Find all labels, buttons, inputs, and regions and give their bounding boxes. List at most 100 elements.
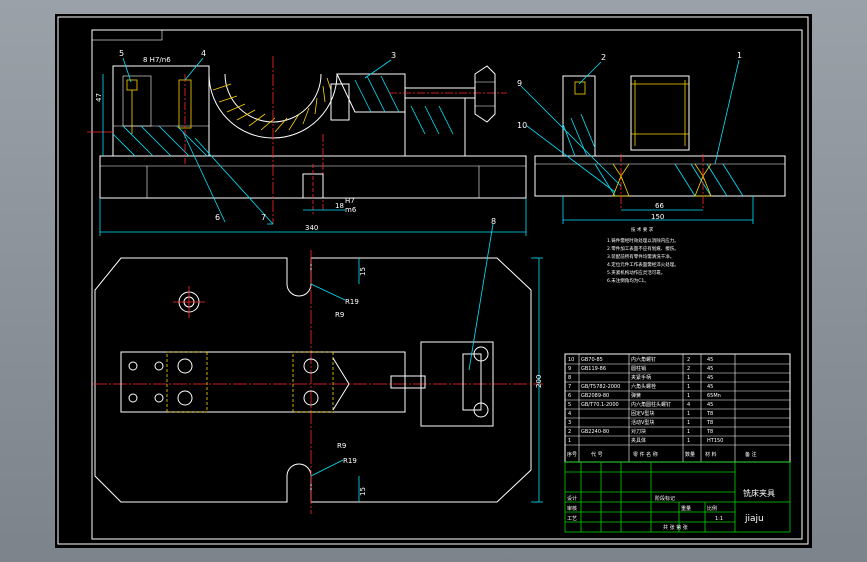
svg-text:1: 1 xyxy=(568,438,571,444)
svg-text:2: 2 xyxy=(687,357,690,363)
title-block-frame xyxy=(564,461,791,533)
svg-text:GB2240-80: GB2240-80 xyxy=(581,429,609,435)
dim-340-text: 340 xyxy=(305,224,318,232)
fixture-plan-outline xyxy=(94,257,532,503)
label-part-4: 4 xyxy=(201,49,206,58)
setting-block xyxy=(562,75,596,157)
svg-text:夹具体: 夹具体 xyxy=(631,437,646,444)
technical-requirements: 技 术 要 求 1.铸件需经时效处理以消除内应力。 2.零件加工表面不应有划痕、… xyxy=(607,226,679,284)
svg-text:T8: T8 xyxy=(706,411,713,417)
svg-text:1: 1 xyxy=(687,393,690,399)
svg-text:10: 10 xyxy=(568,357,574,363)
svg-text:65Mn: 65Mn xyxy=(707,393,721,399)
svg-text:45: 45 xyxy=(707,402,713,408)
svg-text:内六角螺钉: 内六角螺钉 xyxy=(631,356,656,363)
svg-text:1: 1 xyxy=(687,384,690,390)
svg-text:内六角圆柱头螺钉: 内六角圆柱头螺钉 xyxy=(631,401,671,408)
label-part-3: 3 xyxy=(391,51,396,60)
dim-150-text: 150 xyxy=(651,213,664,221)
dim-18-fit: H7 xyxy=(345,197,355,205)
svg-text:4: 4 xyxy=(687,402,690,408)
svg-text:材 料: 材 料 xyxy=(705,451,717,458)
dim-r9-top: R9 xyxy=(335,311,344,319)
svg-text:1: 1 xyxy=(687,438,690,444)
svg-text:GB/T5782-2000: GB/T5782-2000 xyxy=(581,384,620,390)
label-part-9: 9 xyxy=(517,79,522,88)
svg-text:六角头螺栓: 六角头螺栓 xyxy=(631,383,656,390)
front-view: 340 18 H7 m6 47 8 H7/n6 5 4 3 6 7 xyxy=(87,49,527,236)
cad-drawing: 340 18 H7 m6 47 8 H7/n6 5 4 3 6 7 xyxy=(57,16,809,545)
bracket-plan xyxy=(420,341,494,427)
svg-text:3: 3 xyxy=(568,420,571,426)
clamp-handle xyxy=(474,65,496,123)
svg-text:夹紧手柄: 夹紧手柄 xyxy=(631,374,651,381)
screw-bracket xyxy=(404,97,466,157)
outer-frame xyxy=(57,16,809,545)
dim-r19-bot: R19 xyxy=(343,457,357,465)
svg-text:2: 2 xyxy=(687,366,690,372)
tech-req-5: 5.夹紧机构动作应灵活可靠。 xyxy=(607,269,665,276)
svg-text:1: 1 xyxy=(687,375,690,381)
label-part-5: 5 xyxy=(119,49,124,58)
svg-text:45: 45 xyxy=(707,357,713,363)
svg-text:1: 1 xyxy=(687,429,690,435)
svg-text:序号: 序号 xyxy=(567,451,577,458)
svg-text:弹簧: 弹簧 xyxy=(631,392,641,399)
label-part-8: 8 xyxy=(491,217,496,226)
svg-text:活动V型块: 活动V型块 xyxy=(631,419,654,426)
dim-r19-top: R19 xyxy=(345,298,359,306)
side-view: 66 150 2 1 9 10 xyxy=(517,51,786,224)
workpiece-hatching xyxy=(212,77,332,133)
tech-req-4: 4.定位元件工作表面需经淬火处理。 xyxy=(607,261,679,268)
svg-text:2: 2 xyxy=(568,429,571,435)
svg-text:7: 7 xyxy=(568,384,571,390)
scale-value: 1:1 xyxy=(715,516,723,522)
dim-r9-bot: R9 xyxy=(337,442,346,450)
scale-label: 比例 xyxy=(707,505,717,512)
dim-66-text: 66 xyxy=(655,202,664,210)
sheet-label: 共 张 第 张 xyxy=(663,524,688,531)
svg-text:GB119-86: GB119-86 xyxy=(581,366,606,372)
top-view: 200 R19 R9 R9 R19 15 15 8 xyxy=(93,217,543,514)
svg-text:T8: T8 xyxy=(706,420,713,426)
label-part-10: 10 xyxy=(517,121,527,130)
tech-req-3: 3.装配前所有零件均需清洗干净。 xyxy=(607,253,674,260)
tech-req-6: 6.未注倒角均为C1。 xyxy=(607,277,649,284)
svg-text:代 号: 代 号 xyxy=(591,451,603,458)
svg-text:T8: T8 xyxy=(706,429,713,435)
dim-15-top: 15 xyxy=(359,267,367,276)
svg-text:45: 45 xyxy=(707,375,713,381)
label-part-2: 2 xyxy=(601,53,606,62)
stage-label: 阶段标记 xyxy=(655,495,675,502)
corner-tag xyxy=(91,29,163,41)
dim-200-text: 200 xyxy=(535,375,543,388)
label-part-7: 7 xyxy=(261,213,266,222)
socket-screw-head xyxy=(126,79,138,91)
dim-18-fit2: m6 xyxy=(345,206,357,214)
svg-text:GB/T70.1-2000: GB/T70.1-2000 xyxy=(581,402,619,408)
side-workpiece xyxy=(630,75,690,151)
fixed-v-block xyxy=(112,65,210,157)
drawing-sheet: 340 18 H7 m6 47 8 H7/n6 5 4 3 6 7 xyxy=(55,14,812,548)
tech-req-1: 1.铸件需经时效处理以消除内应力。 xyxy=(607,237,679,244)
dim-47-text: 47 xyxy=(95,93,103,102)
svg-text:固定V型块: 固定V型块 xyxy=(631,410,654,417)
svg-text:HT150: HT150 xyxy=(707,438,723,444)
inner-frame xyxy=(91,29,803,540)
dim-15-bot: 15 xyxy=(359,487,367,496)
svg-text:45: 45 xyxy=(707,384,713,390)
role-design: 设计 xyxy=(567,495,577,502)
svg-text:45: 45 xyxy=(707,366,713,372)
svg-text:5: 5 xyxy=(568,402,571,408)
bom-header: 序号 代 号 零 件 名 称 数量 材 料 备 注 xyxy=(567,451,757,458)
svg-text:GB70-85: GB70-85 xyxy=(581,357,603,363)
svg-text:GB2089-80: GB2089-80 xyxy=(581,393,609,399)
svg-text:8: 8 xyxy=(568,375,571,381)
dim-8fit-text: 8 H7/n6 xyxy=(143,56,171,64)
drawing-name: 铣床夹具 xyxy=(743,488,775,498)
role-review: 审核 xyxy=(567,505,577,512)
svg-text:9: 9 xyxy=(568,366,571,372)
svg-text:1: 1 xyxy=(687,420,690,426)
